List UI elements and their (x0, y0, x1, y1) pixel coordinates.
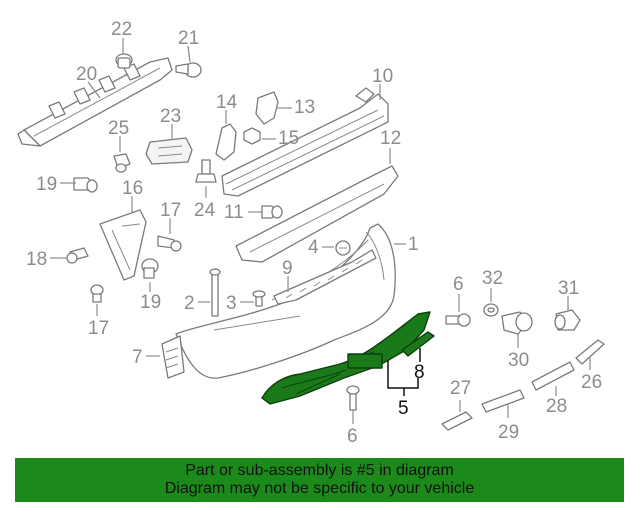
banner-line-2: Diagram may not be specific to your vehi… (164, 480, 475, 497)
part-31-sensor-housing (554, 309, 581, 331)
callout-6-upper: 6 (453, 274, 464, 295)
callout-27: 27 (450, 378, 471, 399)
part-19-pin-upper (73, 177, 98, 193)
callout-9: 9 (282, 258, 293, 279)
part-18-pin (66, 247, 89, 264)
leader-21 (187, 45, 191, 63)
part-6-bolt-lower (346, 385, 360, 411)
part-6-bolt-upper (445, 313, 471, 327)
callout-10: 10 (372, 66, 393, 87)
part-11-bolt (261, 205, 283, 219)
part-13-bracket (255, 91, 279, 125)
part-3-screw (252, 290, 266, 307)
callout-19-upper: 19 (36, 174, 57, 195)
callout-8: 8 (414, 362, 425, 383)
part-24-bolt (195, 159, 217, 183)
callout-12: 12 (380, 128, 401, 149)
callout-13: 13 (294, 97, 315, 118)
callout-20: 20 (76, 64, 97, 85)
part-15-nut (243, 127, 261, 145)
callout-17-lower: 17 (88, 318, 109, 339)
part-10-impact-bar (221, 87, 389, 197)
callout-11: 11 (224, 202, 244, 223)
callout-32: 32 (482, 268, 503, 289)
callout-21: 21 (178, 28, 199, 49)
part-22-clip (115, 53, 133, 69)
callout-3: 3 (226, 293, 237, 314)
part-26-trim (575, 339, 605, 365)
part-17-pin-upper (157, 235, 182, 252)
callout-29: 29 (498, 422, 519, 443)
part-32-grommet (483, 303, 499, 317)
part-20-bracket-rail (17, 57, 173, 147)
part-7-bracket (161, 335, 185, 379)
part-12-energy-absorber (235, 165, 399, 263)
callout-4: 4 (308, 237, 319, 258)
callout-28: 28 (546, 396, 567, 417)
part-21-push-pin (175, 62, 202, 78)
leader-5-bracket (387, 360, 419, 389)
callout-31: 31 (558, 278, 579, 299)
callout-30: 30 (508, 350, 529, 371)
part-19-pin-lower (141, 258, 159, 279)
callout-25: 25 (108, 118, 129, 139)
part-16-side-bracket (99, 209, 147, 281)
leader-20 (87, 81, 101, 99)
callout-19-lower: 19 (140, 292, 161, 313)
callout-14: 14 (216, 92, 238, 113)
callout-7: 7 (132, 347, 143, 368)
callout-1: 1 (408, 234, 419, 255)
callout-17-upper: 17 (160, 200, 181, 221)
part-27-trim (441, 411, 473, 431)
part-17-pin-lower (90, 284, 104, 303)
callout-24: 24 (194, 200, 216, 221)
part-4-clip (335, 240, 351, 256)
callout-16: 16 (122, 178, 143, 199)
diagram-notice-banner: Part or sub-assembly is #5 in diagram Di… (15, 458, 624, 502)
part-28-trim (531, 361, 575, 391)
callout-23: 23 (160, 106, 181, 127)
part-25-pin (113, 153, 131, 173)
part-14-bracket (215, 123, 237, 161)
part-30-sensor (501, 311, 533, 335)
part-9-strip (273, 249, 377, 305)
callout-22: 22 (111, 19, 132, 40)
banner-line-1: Part or sub-assembly is #5 in diagram (185, 462, 454, 479)
callout-18: 18 (26, 249, 47, 270)
callout-6-lower: 6 (347, 426, 358, 447)
callout-2: 2 (184, 293, 195, 314)
part-2-bolt (209, 268, 221, 317)
callout-26: 26 (581, 372, 602, 393)
callout-15: 15 (278, 128, 299, 149)
part-29-trim (481, 389, 525, 413)
callout-5: 5 (398, 398, 409, 419)
part-8-strip-highlighted (401, 331, 435, 357)
part-23-bracket (145, 137, 193, 165)
